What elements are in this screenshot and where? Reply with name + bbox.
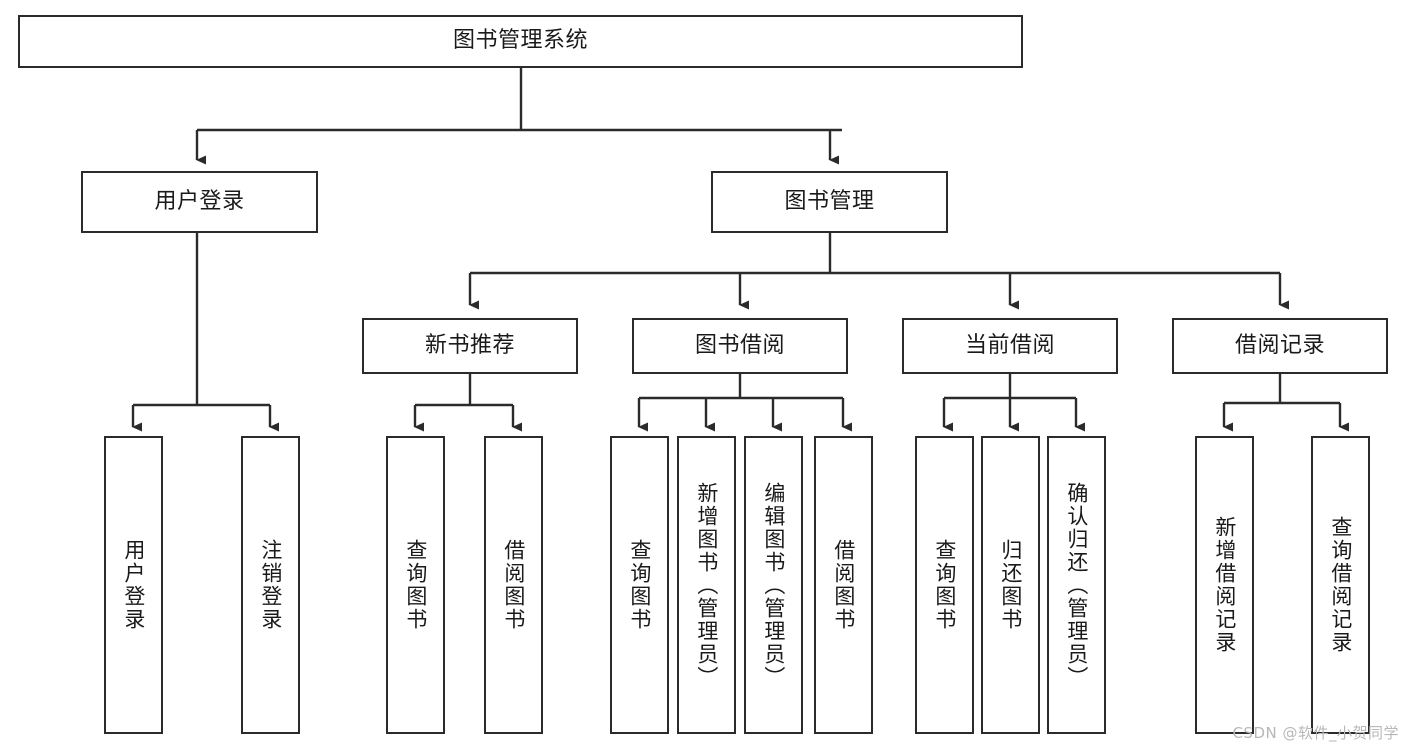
node-label: 图书管理 xyxy=(784,188,875,214)
node-leaf-borrow-book[interactable]: 借阅图书 xyxy=(814,436,873,734)
node-leaf-logout-login[interactable]: 注销登录 xyxy=(241,436,300,734)
node-label: 确认归还（管理员） xyxy=(1064,481,1089,689)
node-leaf-return-book[interactable]: 归还图书 xyxy=(981,436,1040,734)
node-leaf-query-book-recommend[interactable]: 查询图书 xyxy=(386,436,445,734)
node-label: 借阅图书 xyxy=(501,539,526,631)
node-root-book-management-system[interactable]: 图书管理系统 xyxy=(18,15,1023,68)
node-leaf-query-book-borrow[interactable]: 查询图书 xyxy=(610,436,669,734)
node-new-book-recommend[interactable]: 新书推荐 xyxy=(362,318,578,374)
node-borrow-record[interactable]: 借阅记录 xyxy=(1172,318,1388,374)
node-label: 查询借阅记录 xyxy=(1328,516,1353,654)
node-label: 查询图书 xyxy=(403,539,428,631)
node-leaf-query-borrow-record[interactable]: 查询借阅记录 xyxy=(1311,436,1370,734)
node-label: 借阅图书 xyxy=(831,539,856,631)
node-leaf-add-borrow-record[interactable]: 新增借阅记录 xyxy=(1195,436,1254,734)
node-label: 新增借阅记录 xyxy=(1212,516,1237,654)
csdn-watermark: CSDN @软件_小贺同学 xyxy=(1232,724,1399,742)
node-label: 当前借阅 xyxy=(964,332,1055,358)
node-label: 借阅记录 xyxy=(1234,332,1325,358)
node-current-borrow[interactable]: 当前借阅 xyxy=(902,318,1118,374)
node-label: 查询图书 xyxy=(627,539,652,631)
node-leaf-add-book-admin[interactable]: 新增图书（管理员） xyxy=(677,436,736,734)
node-leaf-confirm-return-admin[interactable]: 确认归还（管理员） xyxy=(1047,436,1106,734)
node-label: 新增图书（管理员） xyxy=(694,481,719,689)
node-label: 新书推荐 xyxy=(424,332,515,358)
node-label: 归还图书 xyxy=(998,539,1023,631)
node-label: 图书借阅 xyxy=(694,332,785,358)
node-leaf-query-book-current[interactable]: 查询图书 xyxy=(915,436,974,734)
node-leaf-edit-book-admin[interactable]: 编辑图书（管理员） xyxy=(744,436,803,734)
node-leaf-user-login[interactable]: 用户登录 xyxy=(104,436,163,734)
node-label: 查询图书 xyxy=(932,539,957,631)
node-label: 用户登录 xyxy=(154,188,245,214)
node-label: 用户登录 xyxy=(121,539,146,631)
node-user-login[interactable]: 用户登录 xyxy=(81,171,318,233)
node-book-management[interactable]: 图书管理 xyxy=(711,171,948,233)
node-book-borrow[interactable]: 图书借阅 xyxy=(632,318,848,374)
node-label: 编辑图书（管理员） xyxy=(761,481,786,689)
node-label: 注销登录 xyxy=(258,539,283,631)
node-label: 图书管理系统 xyxy=(452,28,588,54)
node-leaf-borrow-book-recommend[interactable]: 借阅图书 xyxy=(484,436,543,734)
